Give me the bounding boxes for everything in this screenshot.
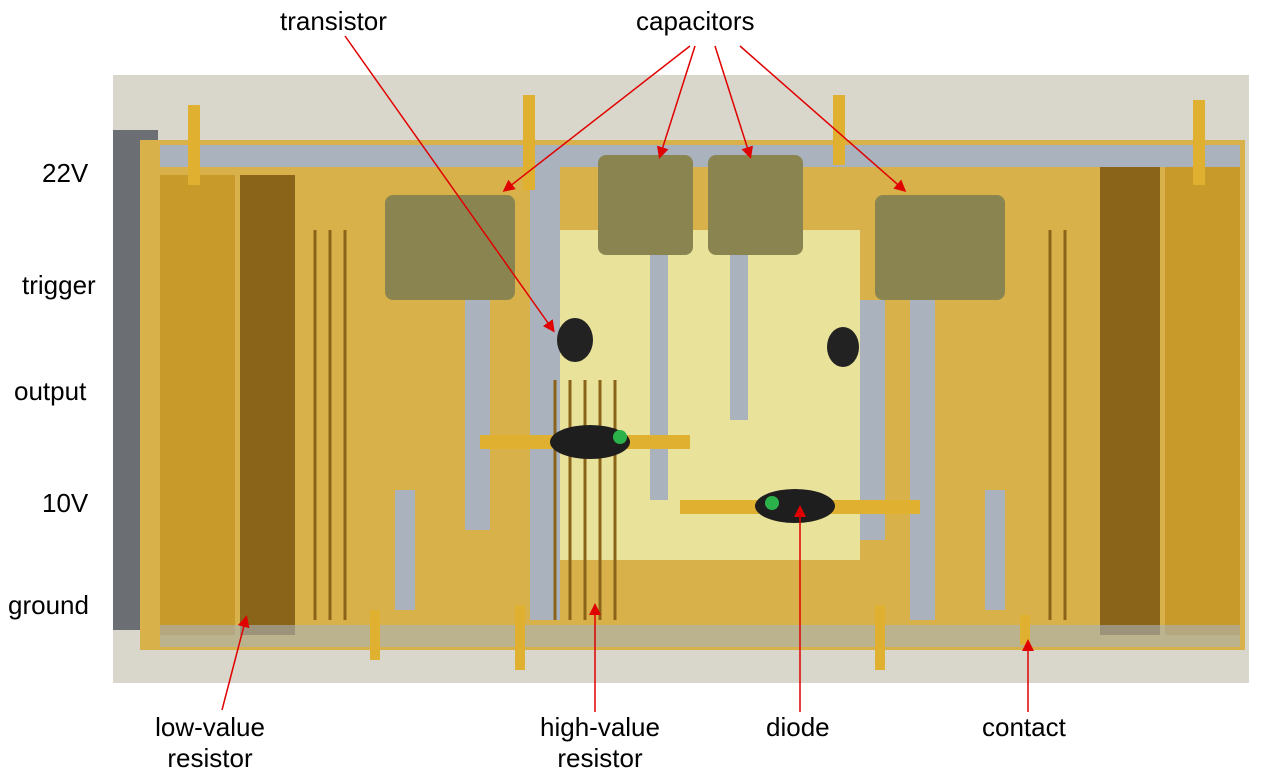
pin-label-trigger: trigger (22, 270, 96, 300)
label-transistor: transistor (280, 6, 387, 36)
label-line: high-value (540, 712, 660, 742)
top-bus (160, 145, 1240, 167)
bottom-bus (160, 625, 1240, 647)
pin-label-22v: 22V (42, 158, 89, 188)
label-diode: diode (766, 712, 830, 742)
capacitor (708, 155, 803, 255)
transistor (557, 318, 593, 362)
label-line: low-value (155, 712, 265, 742)
label-capacitors: capacitors (636, 6, 755, 36)
label-low-value-resistor: low-value resistor (150, 712, 270, 774)
pin-label-ground: ground (8, 590, 89, 620)
label-high-value-resistor: high-value resistor (530, 712, 670, 774)
annotation-arrows (221, 35, 1034, 712)
low-value-resistor-left (160, 175, 235, 635)
capacitor (875, 195, 1005, 300)
pin-label-10v: 10V (42, 488, 89, 518)
label-line: resistor (557, 743, 643, 773)
diode (550, 425, 630, 459)
pin-label-output: output (14, 376, 87, 406)
low-value-resistor-right (1100, 160, 1160, 635)
capacitor (385, 195, 515, 300)
label-contact: contact (982, 712, 1066, 742)
transistor (827, 327, 859, 367)
capacitor (598, 155, 693, 255)
label-line: resistor (167, 743, 253, 773)
